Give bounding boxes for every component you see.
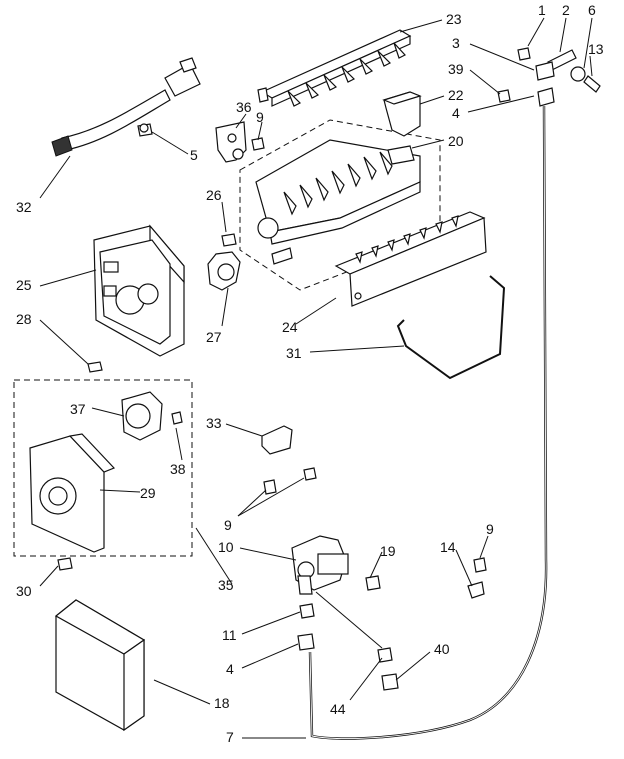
part-25-control-housing (93, 224, 185, 357)
part-39-screw (497, 89, 511, 103)
part-37-motor (121, 391, 163, 441)
callout-30: 30 (16, 583, 32, 599)
part-38-screw (171, 411, 183, 425)
callout-9-right: 9 (486, 521, 494, 537)
callout-10: 10 (218, 539, 234, 555)
part-36-bracket (215, 121, 247, 163)
callout-14: 14 (440, 539, 456, 555)
part-19-screw (365, 575, 381, 591)
callout-3: 3 (452, 35, 460, 51)
callout-44: 44 (330, 701, 346, 717)
callout-4-upper: 4 (452, 105, 460, 121)
part-24-ejector-bar (334, 211, 487, 307)
part-30-screw (57, 557, 73, 571)
leader-lines (39, 17, 593, 739)
part-14-clip (467, 581, 485, 599)
callout-13: 13 (588, 41, 604, 57)
part-31-shutoff-arm (396, 275, 506, 380)
callout-labels: 1 2 6 3 13 39 22 4 20 23 5 36 9 32 26 25… (16, 2, 604, 745)
part-9-screws-middle (263, 467, 317, 495)
callout-36: 36 (236, 99, 252, 115)
part-4-fitting-upper (537, 87, 555, 107)
part-7-water-tube (308, 105, 548, 740)
callout-18: 18 (214, 695, 230, 711)
part-4-fitting-lower (297, 633, 315, 651)
callout-32: 32 (16, 199, 32, 215)
callout-9-upper: 9 (256, 109, 264, 125)
part-5-screw (137, 123, 153, 137)
callout-19: 19 (380, 543, 396, 559)
callout-1: 1 (538, 2, 546, 18)
callout-9-middle: 9 (224, 517, 232, 533)
callout-23: 23 (446, 11, 462, 27)
part-18-front-cover (54, 599, 146, 732)
callout-28: 28 (16, 311, 32, 327)
callout-4-lower: 4 (226, 661, 234, 677)
part-22-fill-cup (382, 91, 422, 137)
callout-29: 29 (140, 485, 156, 501)
callout-27: 27 (206, 329, 222, 345)
part-10-water-valve (291, 535, 349, 595)
part-13-fitting (583, 75, 601, 93)
callout-6: 6 (588, 2, 596, 18)
callout-37: 37 (70, 401, 86, 417)
callout-5: 5 (190, 147, 198, 163)
callout-7: 7 (226, 729, 234, 745)
callout-31: 31 (286, 345, 302, 361)
part-20-ice-mold (239, 119, 441, 291)
part-3-fitting (535, 61, 555, 81)
part-9-screw-right (473, 557, 487, 573)
callout-40: 40 (434, 641, 450, 657)
part-28-screw (87, 361, 103, 373)
part-33-bracket (261, 425, 293, 455)
callout-2: 2 (562, 2, 570, 18)
part-1-fitting (517, 47, 531, 61)
callout-26: 26 (206, 187, 222, 203)
part-23-ice-stripper (257, 29, 412, 107)
callout-38: 38 (170, 461, 186, 477)
part-32-wiring-harness (51, 57, 201, 157)
part-26-screw (221, 233, 237, 247)
callout-35: 35 (218, 577, 234, 593)
part-40-nut (381, 673, 399, 691)
part-29-module-plate (29, 433, 116, 553)
part-27-coupler (207, 251, 241, 291)
callout-20: 20 (448, 133, 464, 149)
part-35-motor-assembly-box (13, 379, 193, 557)
callout-11: 11 (222, 627, 237, 643)
part-6-nut (570, 66, 586, 82)
callout-25: 25 (16, 277, 32, 293)
part-11-nut (299, 603, 315, 619)
callout-22: 22 (448, 87, 464, 103)
callout-24: 24 (282, 319, 298, 335)
callout-39: 39 (448, 61, 464, 77)
callout-33: 33 (206, 415, 222, 431)
